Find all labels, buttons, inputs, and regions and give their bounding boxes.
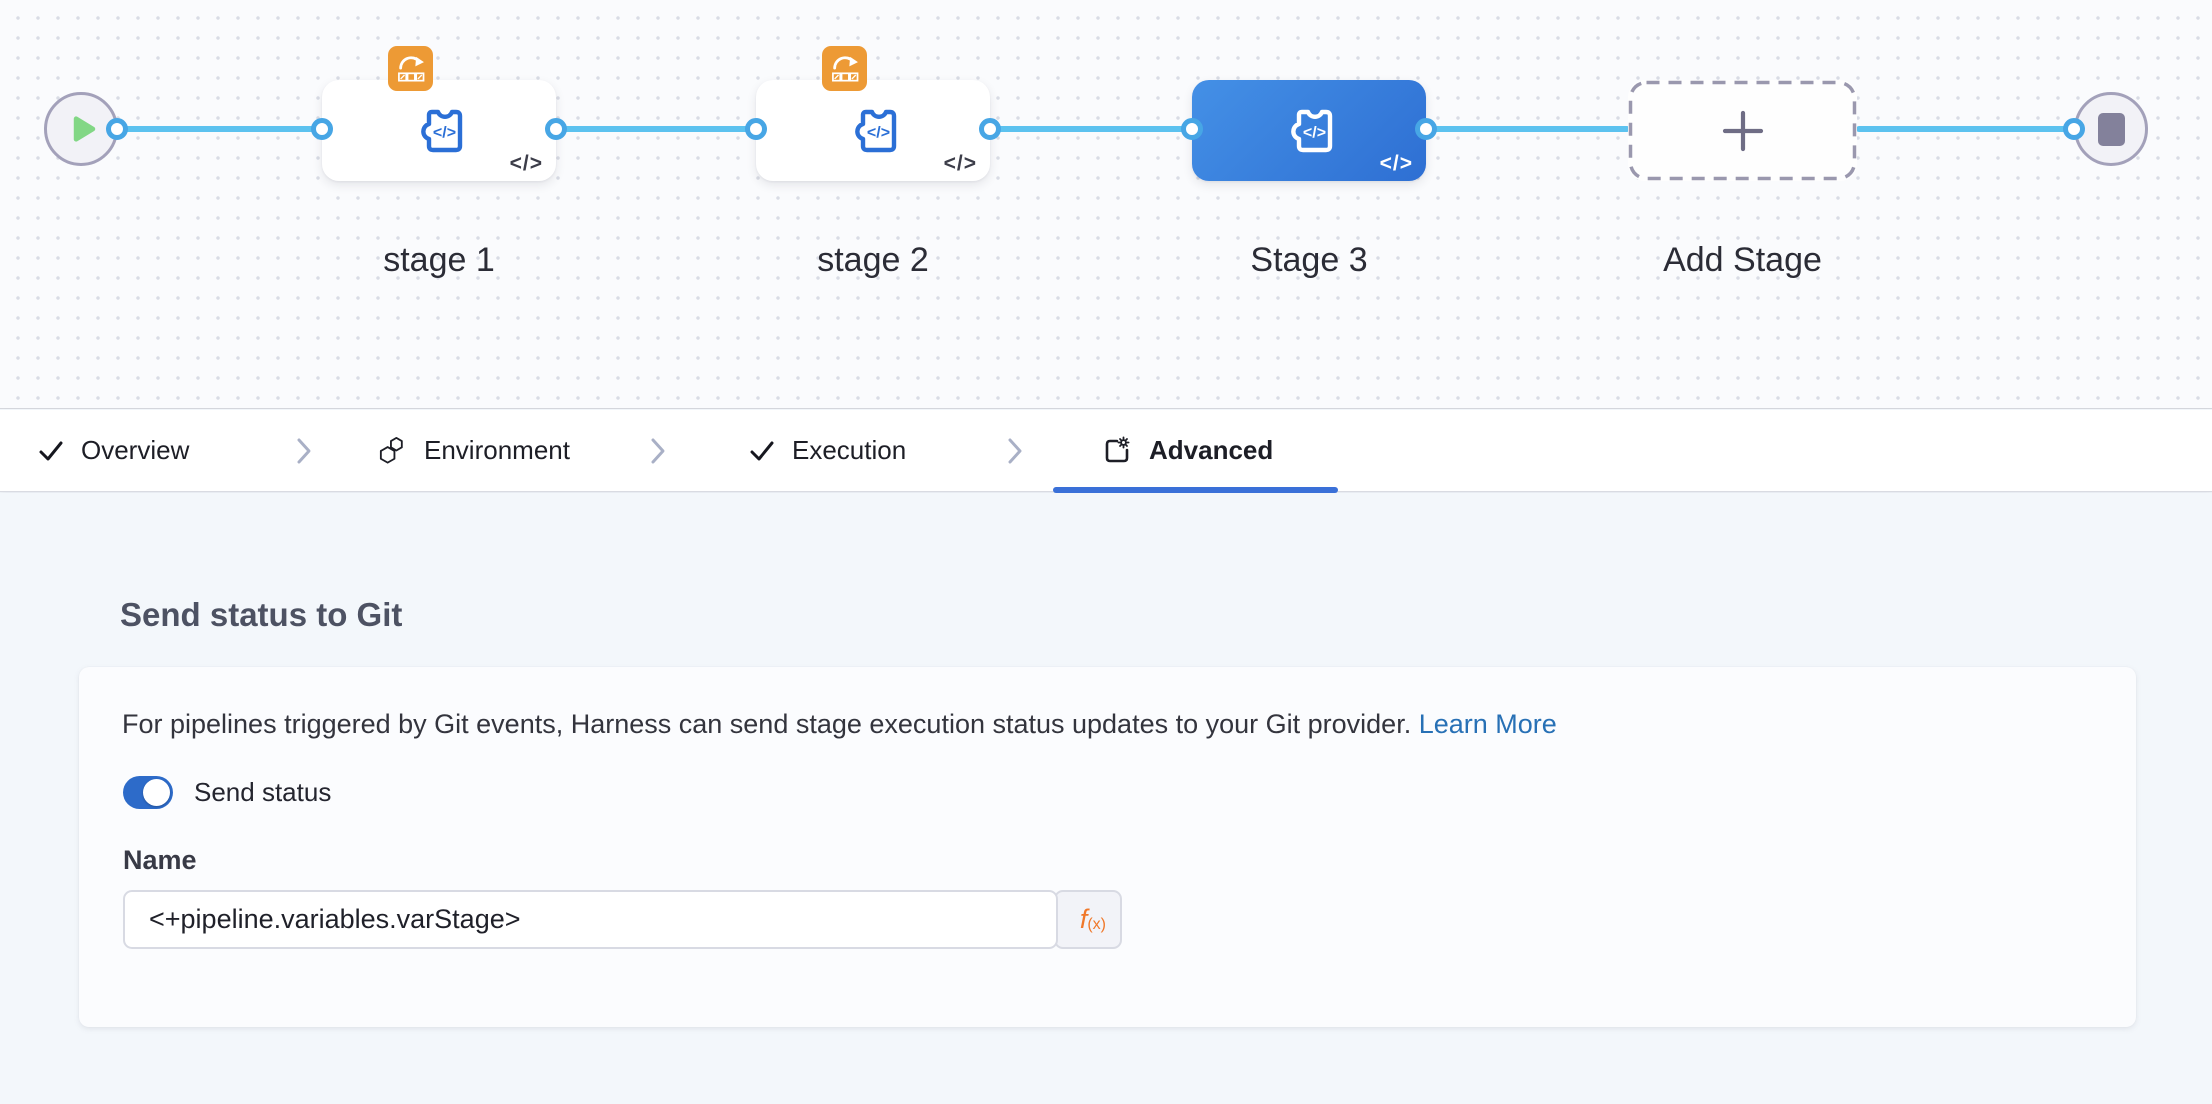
fx-glyph: f [1079, 904, 1088, 934]
stage-node-1[interactable]: </> </> [322, 46, 556, 181]
advanced-panel: Send status to Git For pipelines trigger… [0, 493, 2212, 1104]
dashed-border [1628, 80, 1857, 181]
pipeline-start-node [44, 92, 118, 166]
learn-more-link[interactable]: Learn More [1418, 709, 1557, 739]
stage-config-tabbar: Overview Environment Execution [0, 410, 2212, 493]
description-text: For pipelines triggered by Git events, H… [122, 709, 1557, 740]
custom-stage-puzzle-icon: </> [1291, 109, 1333, 152]
edge-connector [100, 126, 324, 132]
pipeline-end-node [2074, 92, 2148, 166]
connector-dot[interactable] [106, 118, 128, 140]
rolling-deploy-icon [831, 55, 858, 82]
yaml-code-badge: </> [943, 152, 977, 175]
custom-stage-puzzle-icon: </> [421, 109, 463, 152]
tab-environment[interactable]: Environment [376, 410, 570, 491]
connector-dot[interactable] [545, 118, 567, 140]
expression-fx-button[interactable]: f(x) [1054, 890, 1122, 949]
name-field-label: Name [123, 845, 197, 875]
tab-label: Execution [792, 435, 907, 465]
send-status-toggle[interactable] [123, 776, 173, 809]
check-icon [750, 441, 774, 460]
stage-label: stage 2 [817, 241, 929, 279]
toggle-knob [143, 779, 170, 806]
tab-label: Advanced [1149, 435, 1274, 465]
connector-dot[interactable] [1181, 118, 1203, 140]
yaml-code-badge: </> [1379, 152, 1413, 175]
code-glyph: </> [867, 124, 890, 141]
connector-dot[interactable] [745, 118, 767, 140]
chevron-right-icon [294, 410, 314, 491]
send-status-card: For pipelines triggered by Git events, H… [79, 667, 2136, 1027]
edge-connector [990, 126, 1194, 132]
tab-label: Overview [81, 435, 190, 465]
plus-icon [1722, 110, 1763, 151]
custom-stage-puzzle-icon: </> [855, 109, 897, 152]
stage-type-badge [822, 46, 867, 91]
pipeline-canvas: </> </> </> </> </> </> [0, 0, 2212, 409]
add-stage-button[interactable] [1628, 80, 1857, 181]
code-glyph: </> [433, 124, 456, 141]
stage-label: stage 1 [383, 241, 495, 279]
tab-advanced[interactable]: Advanced [1100, 410, 1273, 491]
yaml-code-badge: </> [509, 152, 543, 175]
tab-execution[interactable]: Execution [747, 410, 906, 491]
settings-doc-icon [1105, 436, 1130, 462]
play-icon [73, 116, 96, 142]
rolling-deploy-icon [397, 55, 424, 82]
connector-dot[interactable] [311, 118, 333, 140]
tab-label: Environment [424, 435, 570, 465]
code-glyph: </> [1303, 124, 1326, 141]
add-stage-label: Add Stage [1663, 241, 1822, 279]
section-title: Send status to Git [120, 596, 403, 633]
chevron-right-icon [648, 410, 668, 491]
hexagons-icon [379, 436, 403, 464]
connector-dot[interactable] [2063, 118, 2085, 140]
edge-connector [556, 126, 758, 132]
stage-node-2[interactable]: </> </> [756, 46, 990, 181]
fx-sub-glyph: (x) [1087, 915, 1106, 933]
check-icon [39, 441, 63, 460]
connector-dot[interactable] [979, 118, 1001, 140]
edge-connector [1856, 126, 2076, 132]
tab-overview[interactable]: Overview [36, 410, 189, 491]
connector-dot[interactable] [1415, 118, 1437, 140]
name-input[interactable] [123, 890, 1058, 949]
stage-node-3-selected[interactable]: </> </> [1192, 80, 1426, 181]
stage-type-badge [388, 46, 433, 91]
toggle-label: Send status [194, 777, 332, 807]
stop-icon [2097, 112, 2125, 146]
description-body: For pipelines triggered by Git events, H… [122, 709, 1412, 739]
active-tab-underline [1053, 487, 1338, 493]
edge-connector [1426, 126, 1630, 132]
stage-label: Stage 3 [1250, 241, 1368, 279]
chevron-right-icon [1005, 410, 1025, 491]
